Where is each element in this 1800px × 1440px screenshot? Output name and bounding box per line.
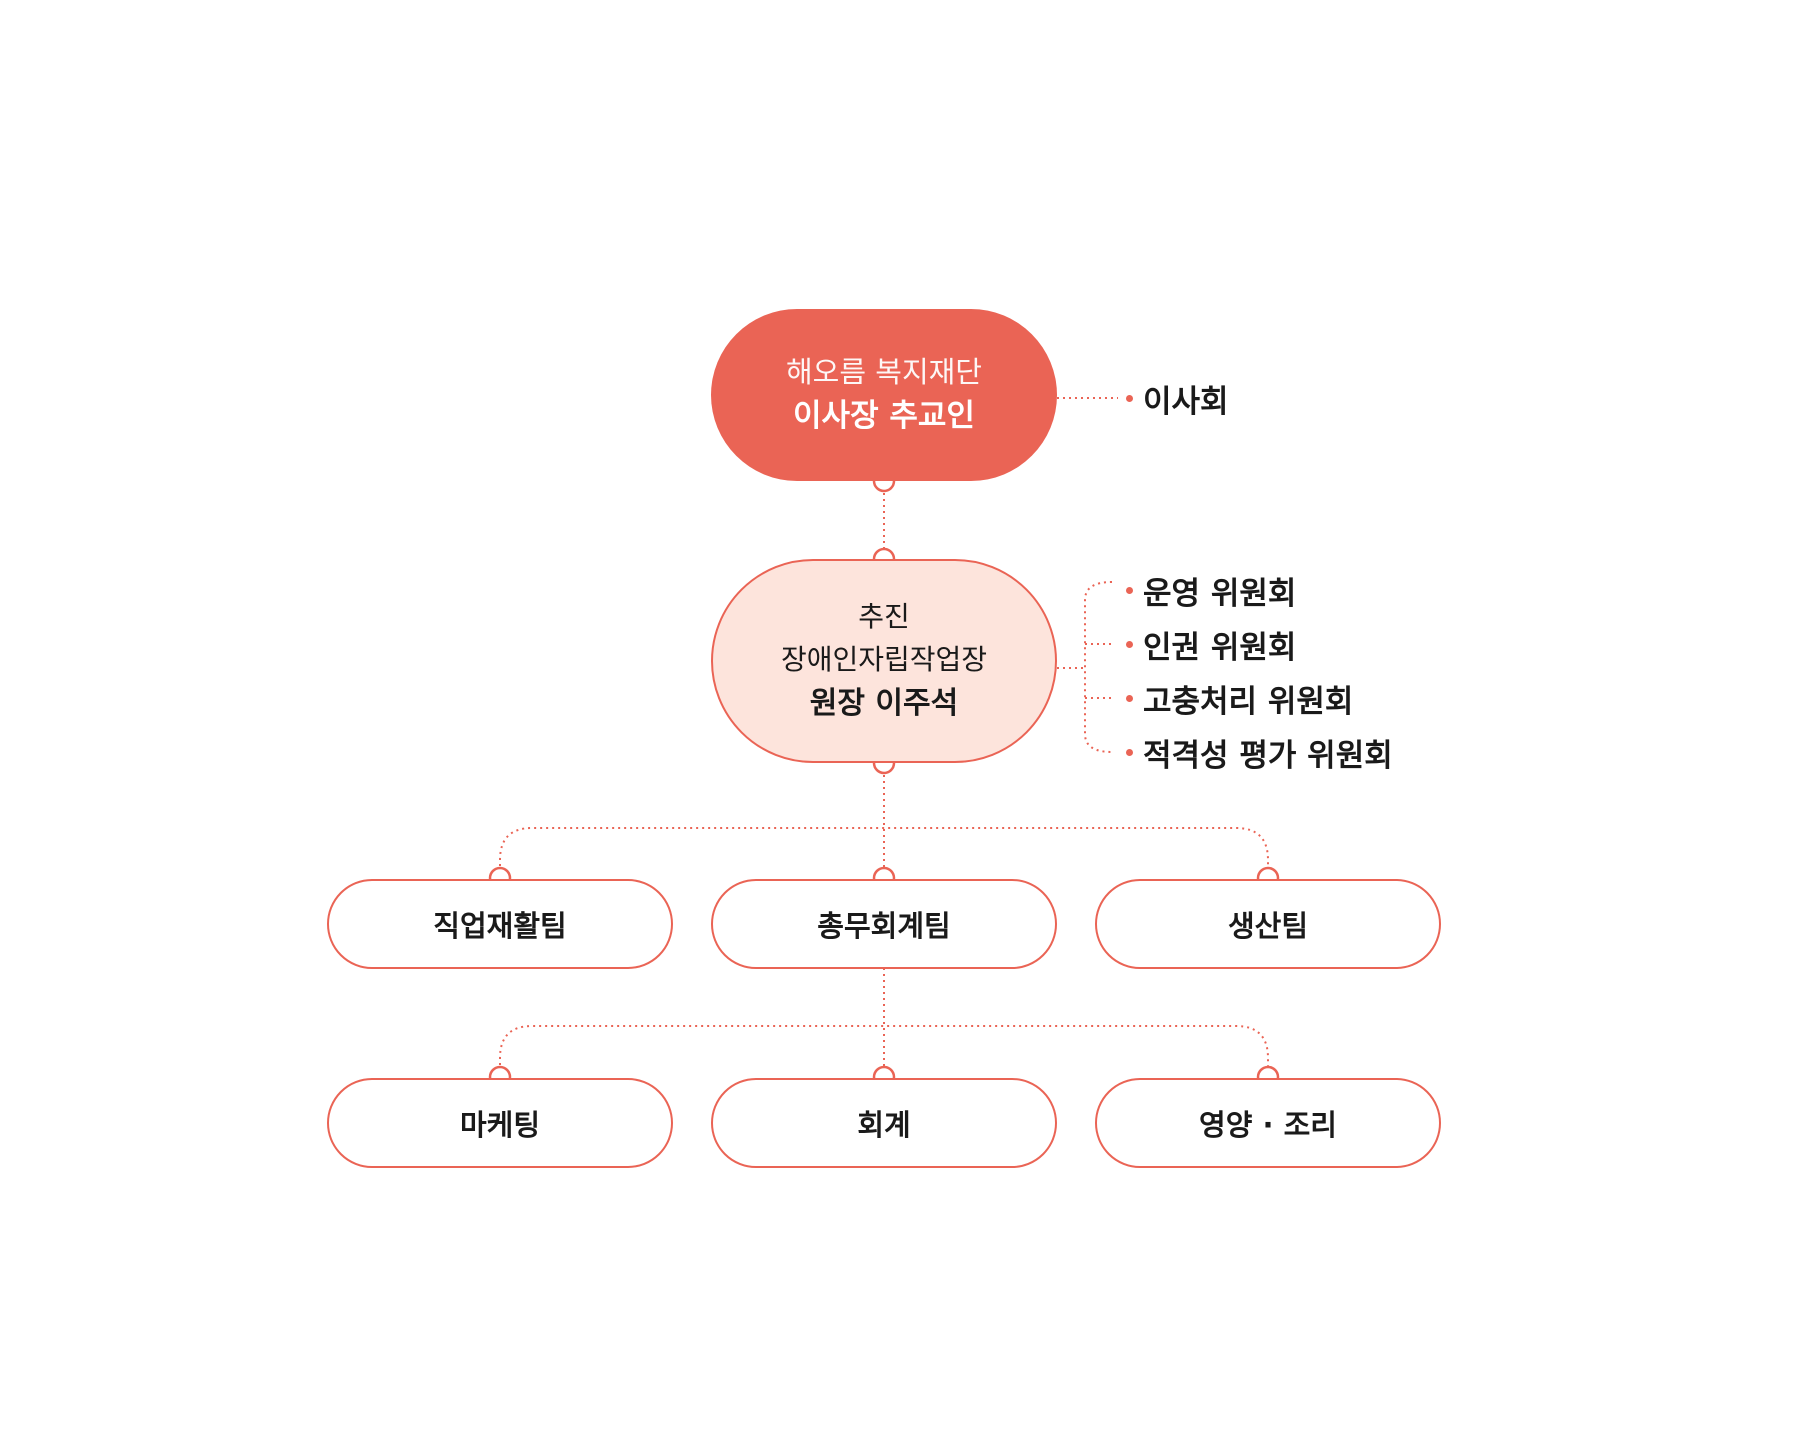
committee-label: 적격성 평가 위원회 [1143,737,1393,774]
subteam-label: 마케팅 [459,1108,541,1142]
connector-committee-bracket [1084,581,1113,753]
board-label: 이사회 [1126,376,1229,420]
connector-subteams-bus [499,1025,1269,1077]
committee-item: 적격성 평가 위원회 [1126,730,1393,774]
connector-teams-bus [499,827,1269,878]
bullet-icon [1126,748,1133,756]
foundation-name: 해오름 복지재단 [786,355,982,389]
director-org-line1: 추진 [858,600,910,633]
director-org-line2: 장애인자립작업장 [780,643,988,676]
team-general-affairs: 총무회계팀 [711,879,1057,969]
subteam-label: 회계 [857,1108,911,1142]
bullet-icon [1126,586,1133,594]
subteam-label: 영양 · 조리 [1199,1108,1337,1142]
team-production: 생산팀 [1095,879,1441,969]
team-label: 총무회계팀 [817,909,951,943]
bullet-icon [1126,694,1133,702]
committee-label: 인권 위원회 [1143,629,1297,666]
chairman-node: 해오름 복지재단 이사장 추교인 [711,309,1057,481]
committee-item: 인권 위원회 [1126,622,1296,666]
team-vocational-rehab: 직업재활팀 [327,879,673,969]
team-label: 직업재활팀 [433,909,567,943]
subteam-accounting: 회계 [711,1078,1057,1168]
committee-label: 운영 위원회 [1143,575,1297,612]
board-label-text: 이사회 [1143,383,1229,420]
bullet-icon [1126,640,1133,648]
director-title: 원장 이주석 [809,686,959,721]
bullet-icon [1126,394,1133,402]
chairman-title: 이사장 추교인 [793,398,975,434]
committee-label: 고충처리 위원회 [1143,683,1354,720]
subteam-nutrition: 영양 · 조리 [1095,1078,1441,1168]
committee-item: 운영 위원회 [1126,568,1296,612]
committee-item: 고충처리 위원회 [1126,676,1353,720]
director-node: 추진 장애인자립작업장 원장 이주석 [711,559,1057,763]
subteam-marketing: 마케팅 [327,1078,673,1168]
team-label: 생산팀 [1227,909,1309,943]
